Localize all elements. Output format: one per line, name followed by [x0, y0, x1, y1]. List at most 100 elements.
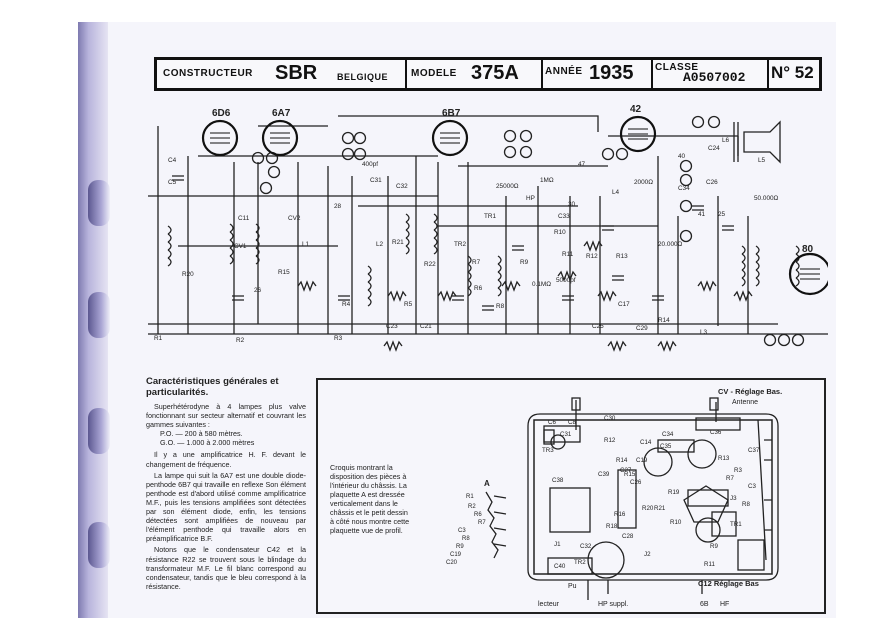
tube-80-icon: [788, 252, 828, 296]
description-paragraph: Notons que le condensateur C42 et la rés…: [146, 545, 306, 591]
component-label: HP: [526, 195, 535, 202]
component-label: R14: [658, 317, 670, 324]
caption-line: plaquette vue de profil.: [330, 526, 403, 535]
component-label: C25: [592, 323, 604, 330]
tube-label: 6B7: [442, 108, 461, 119]
chassis-part-label: TR2: [574, 559, 586, 566]
chassis-part-label: R13: [718, 455, 730, 462]
description-paragraph: Superhétérodyne à 4 lampes plus valve fo…: [146, 402, 306, 430]
component-label: L2: [376, 241, 384, 248]
component-label: R15: [278, 269, 290, 276]
chassis-part-label: R9: [710, 543, 718, 550]
component-label: 0.1MΩ: [532, 281, 551, 288]
plaquette-part-label: C3: [458, 528, 466, 534]
description-paragraph: La lampe qui suit la 6A7 est une double …: [146, 470, 306, 544]
chassis-bottom-label: C12 Réglage Bas: [698, 579, 759, 588]
component-label: 28: [334, 203, 342, 210]
plaquette-label: A: [484, 479, 490, 488]
component-label: R10: [554, 229, 566, 236]
chassis-part-label: R19: [668, 489, 680, 496]
component-label: 47: [578, 161, 586, 168]
annee-value: 1935: [589, 62, 634, 84]
chassis-part-label: TR1: [730, 521, 742, 528]
tube-label: 80: [802, 244, 814, 255]
classe-label: CLASSE: [655, 62, 699, 73]
binder-ring: [88, 292, 110, 338]
component-label: R8: [496, 303, 505, 310]
component-label: 25000Ω: [496, 183, 519, 190]
component-label: C4: [168, 157, 177, 164]
component-label: 26: [254, 287, 262, 294]
chassis-part-label: TR3: [542, 447, 554, 454]
caption-line: l'intérieur du châssis. La: [330, 481, 407, 490]
component-label: C23: [386, 323, 398, 330]
chassis-part-label: C40: [554, 563, 566, 570]
chassis-part-label: R3: [734, 467, 742, 474]
tube-label: 6D6: [212, 108, 231, 119]
component-label: 30: [568, 201, 576, 208]
component-label: C29: [636, 325, 648, 332]
modele-cell: MODELE 375A: [405, 60, 543, 88]
component-label: L3: [700, 329, 708, 336]
chassis-part-label: R8: [742, 501, 750, 508]
chassis-part-label: C28: [622, 533, 634, 540]
constructeur-cell: CONSTRUCTEUR SBR BELGIQUE: [157, 60, 407, 88]
chassis-part-label: C36: [710, 429, 722, 436]
caption-line: plaquette A est dressée: [330, 490, 405, 499]
band-po: P.O. — 200 à 580 mètres.: [160, 429, 243, 439]
tube-label: 6A7: [272, 108, 291, 119]
caption-line: Croquis montrant la: [330, 463, 393, 472]
plaquette-part-label: R7: [478, 520, 486, 526]
description-title: Caractéristiques générales et particular…: [146, 376, 279, 398]
description-paragraph: Il y a une amplificatrice H. F. devant l…: [146, 450, 306, 469]
chassis-bottom-label: 6B: [700, 601, 709, 608]
component-label: 2000Ω: [634, 179, 653, 186]
plaquette-part-label: C20: [446, 560, 458, 566]
chassis-part-label: R14: [616, 457, 628, 464]
header-bar: CONSTRUCTEUR SBR BELGIQUE MODELE 375A AN…: [154, 57, 822, 91]
component-label: R1: [154, 335, 163, 342]
chassis-part-label: R21: [654, 505, 666, 512]
chassis-bottom-label: lecteur: [538, 601, 560, 608]
chassis-top-label: CV - Réglage Bas.: [718, 387, 782, 396]
plaquette-part-label: R8: [462, 536, 470, 542]
component-label: R4: [342, 301, 351, 308]
component-label: L1: [302, 241, 310, 248]
component-label: R21: [392, 239, 404, 246]
tube-42-icon: [619, 115, 657, 153]
component-label: R6: [474, 285, 483, 292]
modele-label: MODELE: [411, 68, 457, 79]
modele-value: 375A: [471, 62, 519, 84]
chassis-part-label: J1: [554, 541, 561, 548]
constructeur-value: SBR: [275, 62, 318, 84]
plaquette-part-label: R6: [474, 512, 482, 518]
component-label: R11: [562, 251, 574, 258]
component-label: R5: [404, 301, 413, 308]
chassis-part-label: R11: [704, 561, 715, 568]
component-label: C5: [168, 179, 177, 186]
chassis-top-label: Antenne: [732, 399, 758, 406]
tube-6D6-icon: [201, 119, 239, 157]
chassis-part-label: C8: [568, 419, 576, 426]
component-label: 400pf: [362, 161, 378, 168]
component-label: R20: [182, 271, 194, 278]
chassis-bottom-label: Pu: [568, 583, 577, 590]
component-label: C26: [706, 179, 718, 186]
chassis-part-label: C32: [580, 543, 592, 550]
component-label: C34: [678, 185, 690, 192]
chassis-part-label: C30: [604, 415, 616, 422]
component-label: C32: [396, 183, 408, 190]
component-label: 40: [678, 153, 686, 160]
component-label: 41: [698, 211, 706, 218]
component-label: C11: [238, 215, 250, 222]
tube-6B7-icon: [431, 119, 469, 157]
tube-6A7-icon: [261, 119, 299, 157]
chassis-part-label: R12: [604, 437, 616, 444]
plaquette-part-label: R1: [466, 494, 474, 500]
component-label: R13: [616, 253, 628, 260]
chassis-part-label: C27: [620, 467, 632, 474]
country: BELGIQUE: [337, 72, 389, 82]
component-label: L6: [722, 137, 730, 144]
